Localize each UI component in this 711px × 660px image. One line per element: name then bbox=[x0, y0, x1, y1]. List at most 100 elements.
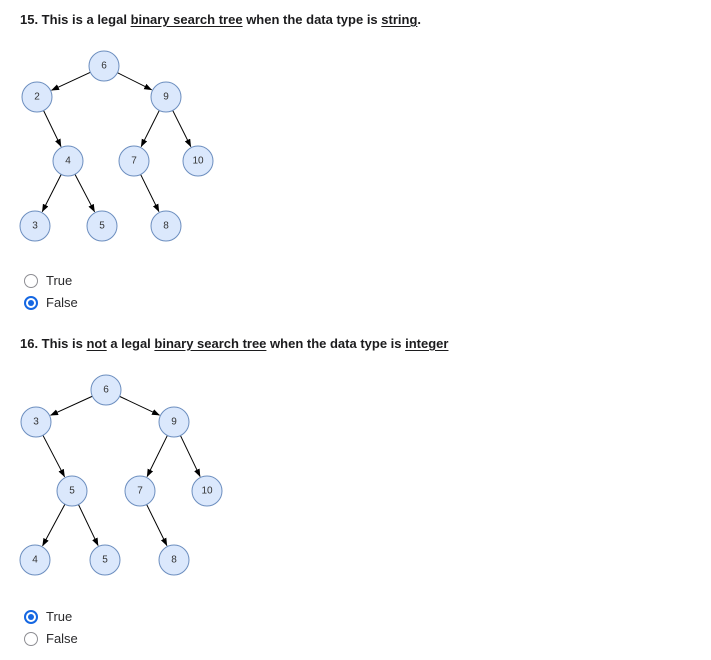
title-segment: when the data type is bbox=[266, 336, 406, 351]
node-label: 3 bbox=[32, 221, 38, 232]
title-segment: a legal bbox=[106, 336, 155, 351]
tree-node-8: 8 bbox=[158, 544, 190, 576]
title-segment-underlined: not bbox=[86, 336, 107, 351]
node-label: 2 bbox=[34, 92, 40, 103]
option-false-q15[interactable]: False bbox=[24, 295, 78, 311]
radio-dot bbox=[28, 614, 34, 620]
node-circle bbox=[52, 145, 84, 177]
node-label: 7 bbox=[131, 156, 137, 167]
node-label: 7 bbox=[137, 486, 143, 497]
node-circle bbox=[150, 81, 182, 113]
bst-diagram-q16: 6 3 9 5 7 10 4 5 8 bbox=[19, 374, 223, 576]
node-label: 6 bbox=[103, 385, 109, 396]
tree-edge bbox=[180, 435, 201, 478]
tree-edge bbox=[172, 110, 192, 148]
radio-dot bbox=[28, 636, 34, 642]
node-circle bbox=[88, 50, 120, 82]
node-circle bbox=[191, 475, 223, 507]
node-circle bbox=[86, 210, 118, 242]
node-label: 5 bbox=[69, 486, 75, 497]
tree-node-9: 9 bbox=[158, 406, 190, 438]
node-circle bbox=[90, 374, 122, 406]
title-segment: . bbox=[417, 12, 422, 27]
tree-edge bbox=[146, 504, 168, 547]
node-label: 8 bbox=[163, 221, 169, 232]
node-label: 9 bbox=[163, 92, 169, 103]
tree-edge bbox=[78, 504, 99, 547]
option-label-false-q15: False bbox=[46, 295, 78, 310]
question-15-title: 15. This is a legal binary search tree w… bbox=[20, 12, 421, 27]
option-label-false-q16: False bbox=[46, 631, 78, 646]
node-label: 4 bbox=[32, 555, 38, 566]
option-true-q16[interactable]: True bbox=[24, 609, 72, 625]
tree-edge bbox=[119, 395, 160, 416]
node-circle bbox=[19, 210, 51, 242]
option-label-true-q15: True bbox=[46, 273, 73, 288]
question-16-title: 16. This is not a legal binary search tr… bbox=[20, 336, 448, 351]
tree-edge bbox=[51, 71, 91, 91]
tree-node-5: 5 bbox=[86, 210, 118, 242]
option-label-true-q16: True bbox=[46, 609, 73, 624]
node-label: 4 bbox=[65, 156, 71, 167]
node-label: 8 bbox=[171, 555, 177, 566]
radio-button-false-q15[interactable] bbox=[24, 296, 38, 310]
node-label: 10 bbox=[201, 486, 213, 497]
radio-button-true-q16[interactable] bbox=[24, 610, 38, 624]
radio-dot bbox=[28, 278, 34, 284]
tree-node-9: 9 bbox=[150, 81, 182, 113]
node-label: 6 bbox=[101, 61, 107, 72]
tree-node-7: 7 bbox=[124, 475, 156, 507]
node-circle bbox=[150, 210, 182, 242]
option-false-q16[interactable]: False bbox=[24, 631, 78, 647]
title-segment: 15. This is a legal bbox=[20, 12, 131, 27]
tree-node-3: 3 bbox=[20, 406, 52, 438]
tree-edge bbox=[140, 174, 160, 213]
tree-edge bbox=[41, 174, 62, 213]
node-label: 5 bbox=[99, 221, 105, 232]
tree-node-6: 6 bbox=[90, 374, 122, 406]
tree-edge bbox=[146, 435, 168, 478]
node-circle bbox=[124, 475, 156, 507]
title-segment: 16. This is bbox=[20, 336, 87, 351]
option-true-q15[interactable]: True bbox=[24, 273, 72, 289]
tree-edge bbox=[74, 174, 96, 213]
node-circle bbox=[158, 544, 190, 576]
title-segment-underlined: integer bbox=[405, 336, 449, 351]
node-label: 3 bbox=[33, 417, 39, 428]
node-circle bbox=[56, 475, 88, 507]
node-circle bbox=[89, 544, 121, 576]
title-segment-underlined: string bbox=[381, 12, 418, 27]
node-label: 5 bbox=[102, 555, 108, 566]
node-label: 10 bbox=[192, 156, 204, 167]
tree-node-10: 10 bbox=[182, 145, 214, 177]
node-circle bbox=[158, 406, 190, 438]
bst-diagram-q15: 6 2 9 4 7 10 3 5 8 bbox=[19, 50, 214, 242]
node-circle bbox=[118, 145, 150, 177]
title-segment-underlined: binary search tree bbox=[130, 12, 243, 27]
tree-edge bbox=[117, 72, 153, 91]
radio-dot bbox=[28, 300, 34, 306]
node-circle bbox=[21, 81, 53, 113]
tree-edge bbox=[43, 110, 62, 148]
node-label: 9 bbox=[171, 417, 177, 428]
tree-node-5: 5 bbox=[56, 475, 88, 507]
tree-node-2: 2 bbox=[21, 81, 53, 113]
node-circle bbox=[182, 145, 214, 177]
tree-node-4: 4 bbox=[19, 544, 51, 576]
radio-button-true-q15[interactable] bbox=[24, 274, 38, 288]
title-segment-underlined: binary search tree bbox=[154, 336, 267, 351]
node-circle bbox=[19, 544, 51, 576]
tree-edge bbox=[50, 395, 93, 416]
tree-edge bbox=[42, 503, 66, 547]
tree-edge bbox=[42, 435, 66, 478]
tree-node-4: 4 bbox=[52, 145, 84, 177]
title-segment: when the data type is bbox=[242, 12, 382, 27]
tree-node-8: 8 bbox=[150, 210, 182, 242]
tree-node-7: 7 bbox=[118, 145, 150, 177]
tree-node-3: 3 bbox=[19, 210, 51, 242]
tree-node-5: 5 bbox=[89, 544, 121, 576]
tree-node-6: 6 bbox=[88, 50, 120, 82]
radio-button-false-q16[interactable] bbox=[24, 632, 38, 646]
tree-node-10: 10 bbox=[191, 475, 223, 507]
node-circle bbox=[20, 406, 52, 438]
